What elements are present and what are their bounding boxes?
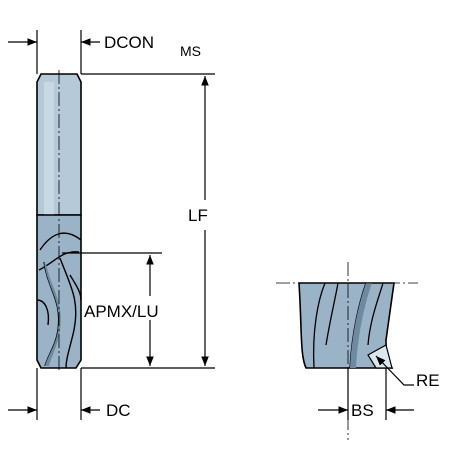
end-mill-side-view — [36, 70, 82, 372]
dc-label: DC — [106, 401, 131, 420]
re-label: RE — [416, 371, 440, 390]
flute-dark-band — [44, 262, 61, 366]
shank-highlight — [44, 82, 54, 215]
dcon-subscript: MS — [180, 43, 201, 59]
tip-dimension-lines — [318, 355, 414, 420]
apmx-label: APMX/LU — [84, 302, 159, 321]
tip-detail-view — [276, 262, 418, 440]
lf-label: LF — [188, 206, 208, 225]
dimension-lines — [8, 30, 215, 420]
tip-dark-band — [350, 283, 372, 368]
dcon-label: DCON — [104, 33, 154, 52]
bs-label: BS — [351, 401, 374, 420]
